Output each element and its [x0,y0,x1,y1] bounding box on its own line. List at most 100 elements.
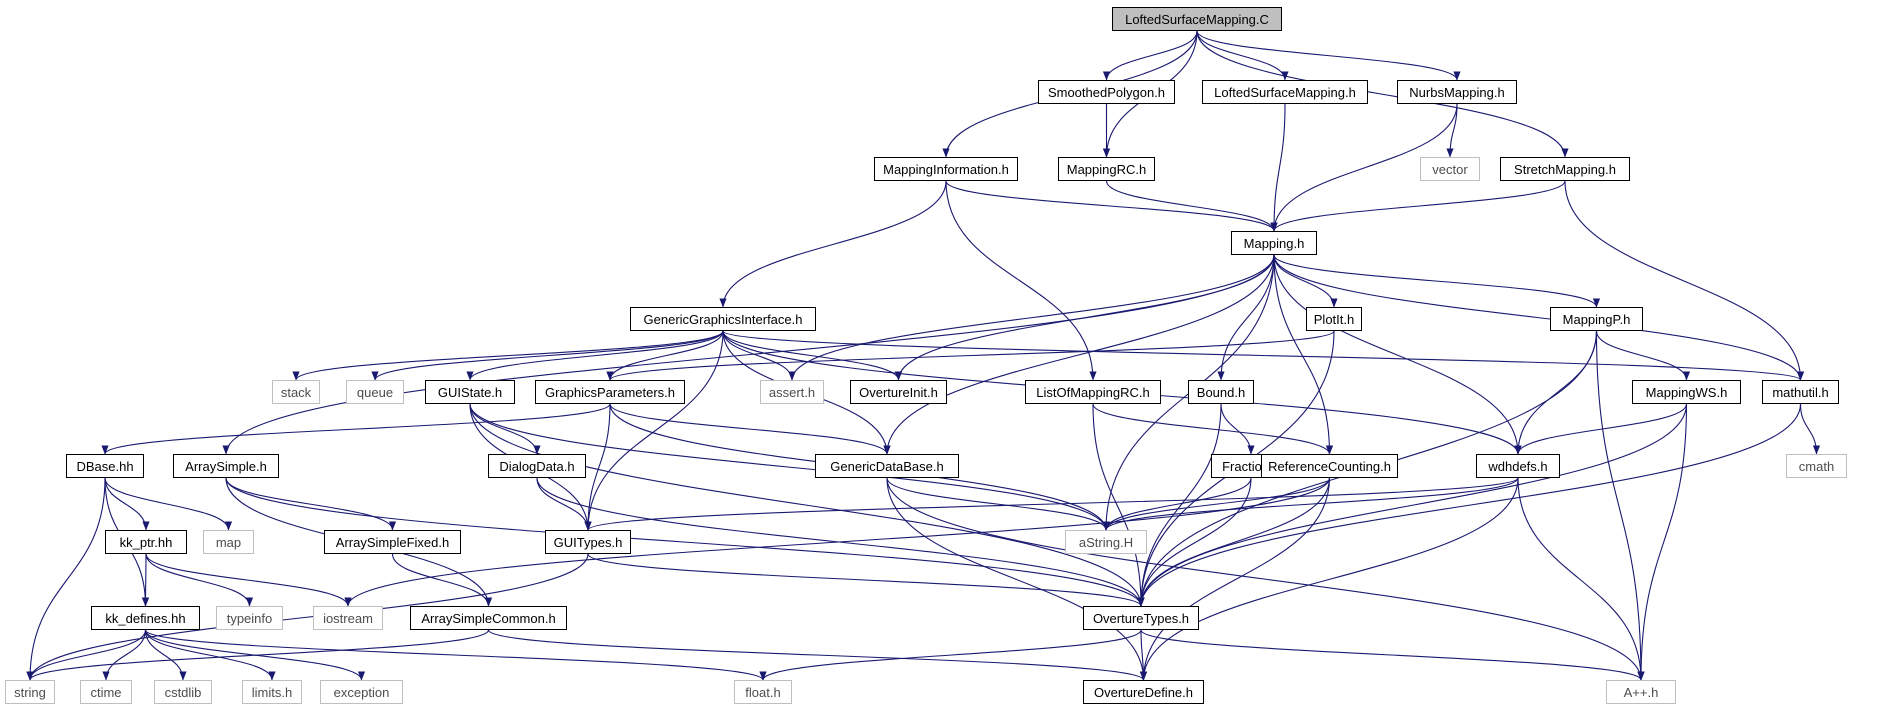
node-bound[interactable]: Bound.h [1188,380,1254,404]
edge-wdh-to-astring [1102,477,1519,531]
edge-mathutil-to-ovtypes [1137,403,1802,607]
node-mapping[interactable]: Mapping.h [1231,231,1317,255]
edge-kkdef-to-limits [144,629,276,681]
node-smoothed[interactable]: SmoothedPolygon.h [1038,80,1175,104]
node-mathutil[interactable]: mathutil.h [1762,380,1839,404]
node-cstdlib: cstdlib [154,680,212,704]
edge-bound-to-fraction [1220,403,1255,455]
edge-root-to-nurbs [1196,30,1461,81]
node-kkptr[interactable]: kk_ptr.hh [105,530,187,554]
edge-fraction-to-ovtypes [1137,477,1252,607]
edge-mappingws-to-ovtypes [1137,403,1688,607]
node-refcount[interactable]: ReferenceCounting.h [1261,454,1398,478]
node-maprc[interactable]: MappingRC.h [1058,157,1155,181]
node-exception: exception [320,680,403,704]
node-stretch[interactable]: StretchMapping.h [1500,157,1630,181]
node-gparams[interactable]: GraphicsParameters.h [535,380,685,404]
edge-refcount-to-astring [1102,477,1331,531]
edge-wdh-to-aplus [1517,477,1645,681]
edge-mappingws-to-aplus [1637,403,1688,681]
node-gdb[interactable]: GenericDataBase.h [815,454,959,478]
node-typeinfo: typeinfo [216,606,283,630]
node-cmath: cmath [1786,454,1847,478]
edge-arraysimple-to-asfixed [225,477,397,531]
node-stack: stack [272,380,320,404]
edge-ascommon-to-string [26,629,490,681]
edge-refcount-to-ovtypes [1137,477,1331,607]
edge-kkdef-to-ctime [102,629,147,681]
node-mappingp[interactable]: MappingP.h [1550,307,1643,331]
edge-guitypes-to-ovtypes [587,553,1145,607]
node-arraysimple[interactable]: ArraySimple.h [173,454,279,478]
node-string: string [5,680,55,704]
node-queue: queue [346,380,404,404]
edge-lomrc-to-ovtypes [1092,403,1145,607]
edge-kkdef-to-cstdlib [144,629,187,681]
node-vector: vector [1420,157,1480,181]
edge-root-to-loftedh [1196,30,1289,81]
node-dbase[interactable]: DBase.hh [66,454,144,478]
edge-guitypes-to-string [26,553,589,681]
edge-ovtypes-to-aplus [1140,629,1645,681]
edge-dbase-to-kkptr [104,477,150,531]
edge-gparams-to-dbase [101,403,611,455]
node-lomrc[interactable]: ListOfMappingRC.h [1025,380,1161,404]
edge-mathutil-to-cmath [1799,403,1821,455]
edge-dbase-to-map [104,477,233,531]
node-loftedh[interactable]: LoftedSurfaceMapping.h [1202,80,1368,104]
edge-mappingws-to-wdh [1514,403,1688,455]
node-ovtypes[interactable]: OvertureTypes.h [1083,606,1199,630]
node-guitypes[interactable]: GUITypes.h [545,530,631,554]
edge-guistate-to-dialog [469,403,541,455]
edge-guistate-to-astring [469,403,1110,531]
edge-gdb-to-astring [886,477,1110,531]
edge-asfixed-to-ascommon [391,553,493,607]
edge-gparams-to-guitypes [584,403,611,531]
edge-ovtypes-to-ovdefine [1139,629,1148,681]
edge-fraction-to-astring [1102,477,1252,531]
node-kkdef[interactable]: kk_defines.hh [91,606,200,630]
edge-lomrc-to-refcount [1092,403,1334,455]
node-mappingws[interactable]: MappingWS.h [1632,380,1741,404]
node-ctime: ctime [80,680,132,704]
edge-stretch-to-mathutil [1564,180,1805,381]
node-mapinfo[interactable]: MappingInformation.h [874,157,1018,181]
node-limits: limits.h [242,680,302,704]
edge-kkdef-to-string [26,629,147,681]
edge-stretch-to-mapping [1270,180,1566,232]
node-guistate[interactable]: GUIState.h [425,380,515,404]
edge-gparams-to-gdb [609,403,891,455]
edge-ggi-to-gparams [606,330,724,381]
edge-plotit-to-gparams [606,330,1335,381]
node-nurbs[interactable]: NurbsMapping.h [1397,80,1517,104]
edge-refcount-to-ovdefine [1139,477,1331,681]
node-ovdefine[interactable]: OvertureDefine.h [1083,680,1204,704]
edge-ggi-to-asserth [722,330,796,381]
node-ascommon[interactable]: ArraySimpleCommon.h [410,606,567,630]
edge-root-to-smoothed [1102,30,1198,81]
node-dialog[interactable]: DialogData.h [488,454,586,478]
edge-ggi-to-stack [292,330,724,381]
edge-ggi-to-guistate [466,330,724,381]
node-plotit[interactable]: PlotIt.h [1306,307,1362,331]
edge-mapinfo-to-mapping [945,180,1278,232]
node-asfixed[interactable]: ArraySimpleFixed.h [324,530,461,554]
node-ggi[interactable]: GenericGraphicsInterface.h [630,307,816,331]
edge-kkdef-to-floath [144,629,767,681]
node-wdh[interactable]: wdhdefs.h [1476,454,1560,478]
node-ovinit[interactable]: OvertureInit.h [850,380,947,404]
edge-wdh-to-ovdefine [1139,477,1519,681]
edge-arraysimple-to-ovtypes [225,477,1145,607]
edge-root-to-stretch [1196,30,1569,158]
edge-mapinfo-to-ggi [719,180,947,308]
edge-ascommon-to-ovdefine [487,629,1147,681]
edge-mapping-to-plotit [1273,254,1338,308]
node-map: map [203,530,254,554]
edge-mapping-to-mathutil [1273,254,1805,381]
edge-mapping-to-bound [1217,254,1275,381]
edge-refcount-to-iostream [344,477,1331,607]
edge-dbase-to-string [26,477,106,681]
